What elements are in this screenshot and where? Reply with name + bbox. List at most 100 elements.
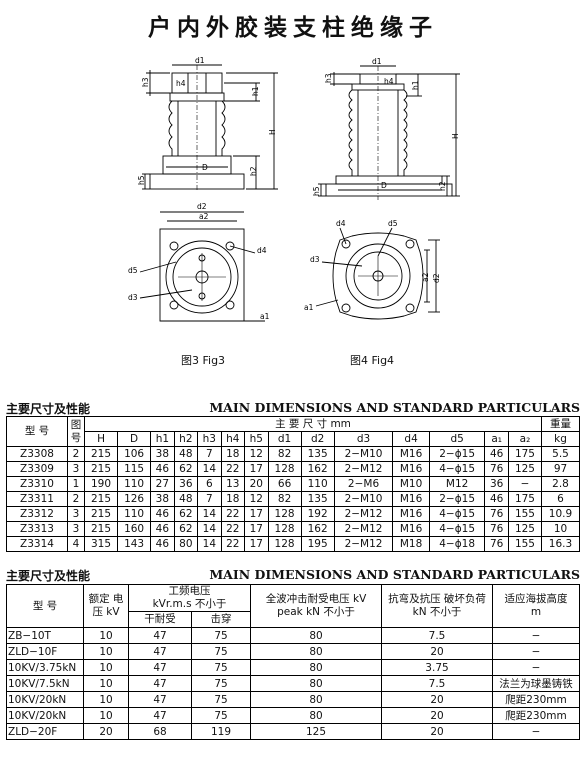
bend-cell: 20	[381, 691, 493, 708]
svg-text:h3: h3	[141, 77, 150, 87]
svg-text:d4: d4	[257, 246, 267, 255]
value-cell: 190	[83, 476, 119, 492]
brk-cell: 75	[191, 691, 251, 708]
value-cell: 4−ϕ15	[428, 506, 486, 522]
kv-cell: 10	[83, 691, 129, 708]
dry-cell: 68	[128, 723, 192, 740]
dry-cell: 47	[128, 643, 192, 660]
value-cell: 2−M12	[333, 506, 394, 522]
model-cell: Z3314	[6, 536, 68, 552]
altitude-header: 适应海拔高度 m	[492, 584, 580, 628]
value-cell: 22	[220, 506, 246, 522]
value-cell: 46	[484, 491, 509, 507]
value-cell: 2−ϕ15	[428, 446, 486, 462]
model-cell: Z3309	[6, 461, 68, 477]
fig3-plan-view	[139, 211, 265, 322]
value-cell: 17	[244, 461, 269, 477]
column-header: D	[117, 431, 152, 447]
kv-cell: 10	[83, 659, 129, 676]
alt-cell: −	[492, 723, 580, 740]
svg-text:d2: d2	[197, 202, 207, 211]
svg-text:d3: d3	[128, 293, 138, 302]
weight-header: 重量	[541, 416, 580, 432]
value-cell: 82	[267, 491, 302, 507]
value-cell: 22	[220, 461, 246, 477]
value-cell: 48	[173, 446, 199, 462]
model-cell: Z3308	[6, 446, 68, 462]
value-cell: 215	[83, 446, 119, 462]
section-title-cn-1: 主要尺寸及性能	[6, 402, 91, 416]
brk-cell: 75	[191, 659, 251, 676]
svg-text:a2: a2	[199, 212, 209, 221]
page-title: 户内外胶装支柱绝缘子	[148, 15, 438, 41]
svg-text:h4: h4	[384, 77, 394, 86]
value-cell: 162	[300, 521, 335, 537]
value-cell: M16	[392, 446, 430, 462]
imp-cell: 80	[250, 691, 382, 708]
imp-cell: 80	[250, 643, 382, 660]
model-cell: 10KV/7.5kN	[6, 675, 84, 692]
value-cell: 46	[150, 461, 175, 477]
value-cell: 195	[300, 536, 335, 552]
value-cell: 62	[173, 461, 199, 477]
value-cell: 22	[220, 536, 246, 552]
value-cell: 215	[83, 461, 119, 477]
fig-cell: 1	[67, 476, 85, 492]
section-title-en-1: MAIN DIMENSIONS AND STANDARD PARTICULARS	[209, 400, 580, 415]
bend-cell: 3.75	[381, 659, 493, 676]
svg-text:a2: a2	[421, 272, 430, 282]
bend-cell: 7.5	[381, 627, 493, 644]
svg-text:D: D	[202, 163, 208, 172]
model-cell: Z3312	[6, 506, 68, 522]
bend-cell: 20	[381, 643, 493, 660]
alt-cell: −	[492, 659, 580, 676]
column-header: d5	[428, 431, 486, 447]
column-header: a₂	[507, 431, 543, 447]
value-cell: 175	[507, 491, 543, 507]
value-cell: 36	[173, 476, 199, 492]
value-cell: 2.8	[541, 476, 580, 492]
dry-cell: 47	[128, 627, 192, 644]
value-cell: 76	[484, 521, 509, 537]
value-cell: 160	[117, 521, 152, 537]
column-header: a₁	[484, 431, 509, 447]
value-cell: 12	[244, 446, 269, 462]
impulse-header: 全波冲击耐受电压 kV peak kN 不小于	[250, 584, 382, 628]
value-cell: M16	[392, 491, 430, 507]
model-cell: 10KV/3.75kN	[6, 659, 84, 676]
bend-cell: 20	[381, 723, 493, 740]
value-cell: 10	[541, 521, 580, 537]
svg-text:h1: h1	[411, 80, 420, 90]
fig4-plan-view	[315, 227, 440, 320]
svg-text:d1: d1	[195, 56, 205, 65]
value-cell: M12	[428, 476, 486, 492]
svg-text:h5: h5	[137, 175, 146, 185]
value-cell: 14	[197, 521, 222, 537]
value-cell: M18	[392, 536, 430, 552]
alt-cell: 爬距230mm	[492, 707, 580, 724]
value-cell: 17	[244, 521, 269, 537]
value-cell: 7	[197, 491, 222, 507]
fig4-side-view	[318, 65, 460, 200]
dry-cell: 47	[128, 675, 192, 692]
value-cell: 27	[150, 476, 175, 492]
value-cell: M10	[392, 476, 430, 492]
value-cell: 46	[484, 446, 509, 462]
value-cell: 18	[220, 491, 246, 507]
rated-voltage-header: 额定 电压 kV	[83, 584, 129, 628]
imp-cell: 80	[250, 675, 382, 692]
column-header: h4	[220, 431, 246, 447]
value-cell: 4−ϕ18	[428, 536, 486, 552]
dims-header: 主 要 尺 寸 mm	[84, 416, 542, 432]
value-cell: 106	[117, 446, 152, 462]
